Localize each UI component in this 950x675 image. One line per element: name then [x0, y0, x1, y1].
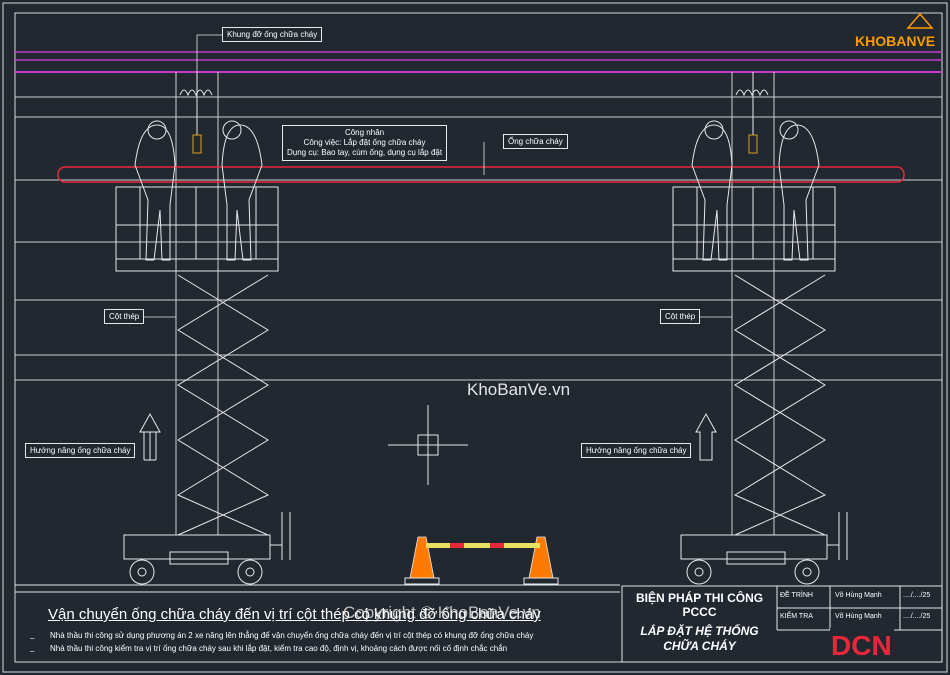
worker-info-line1: Công nhân	[344, 128, 385, 137]
column-right-label: Cột thép	[660, 309, 701, 324]
ceiling-beams	[15, 51, 942, 73]
svg-text:DCN: DCN	[831, 630, 892, 661]
wall-lines	[15, 96, 942, 381]
up-arrow-right-icon	[695, 412, 717, 461]
tb-row2-name: Võ Hùng Mạnh	[835, 613, 882, 620]
note-2: Nhà thầu thi công kiểm tra vị trí ống ch…	[50, 644, 508, 653]
worker-info-box: Công nhân Công việc: Lắp đặt ống chữa ch…	[282, 125, 448, 161]
scissor-lift-right	[672, 120, 848, 585]
title-block-heading: BIỆN PHÁP THI CÔNG PCCC	[635, 591, 764, 619]
lift-direction-left-label: Hướng nâng ống chữa cháy	[25, 443, 136, 458]
watermark-copyright: Copyright © KhoBanVe.vn	[343, 603, 541, 622]
khobanve-logo-icon: KHOBANVE	[855, 12, 935, 49]
watermark-center: KhoBanVe.vn	[467, 380, 571, 399]
tb-row1-date: ..../..../25	[903, 592, 931, 599]
up-arrow-left-icon	[139, 412, 161, 460]
pipe-support-label: Khung đỡ ống chữa cháy	[222, 27, 323, 42]
pipe-support-left	[179, 72, 213, 154]
title-block-subheading: LẮP ĐẶT HỆ THỐNG CHỮA CHÁY	[640, 624, 759, 653]
company-logo-icon: DCN	[830, 628, 894, 661]
note-1: Nhà thầu thi công sử dụng phương án 2 xe…	[50, 631, 534, 640]
tb-row1-label: ĐỀ TRÌNH	[780, 592, 813, 599]
worker-info-line2: Công việc: Lắp đặt ống chữa cháy	[303, 138, 426, 147]
up-arrow-left-icon-body	[143, 432, 157, 461]
svg-text:KHOBANVE: KHOBANVE	[855, 33, 935, 49]
column-left-label: Cột thép	[104, 309, 145, 324]
crosshair-icon	[388, 405, 468, 485]
note-dash-2: _	[30, 643, 35, 652]
lift-direction-right-label: Hướng nâng ống chữa cháy	[581, 443, 692, 458]
fire-pipe	[57, 166, 905, 183]
worker-info-line3: Dụng cụ: Bao tay, cùm ống, dụng cụ lắp đ…	[287, 148, 443, 157]
tb-row2-date: ..../..../25	[903, 613, 931, 620]
pipe-label: Ống chữa cháy	[503, 134, 568, 149]
inner-frame	[14, 12, 943, 663]
barrier-bar	[426, 543, 540, 548]
tb-row1-name: Võ Hùng Mạnh	[835, 592, 882, 599]
diagram-title: Vận chuyển ống chữa cháy đến vị trí cột …	[48, 606, 541, 623]
steel-column-left	[175, 72, 219, 535]
note-dash-1: _	[30, 630, 35, 639]
tb-row2-label: KIỂM TRA	[780, 613, 813, 620]
pipe-support-right	[735, 72, 769, 154]
scissor-lift-left	[115, 120, 291, 585]
ground-line	[15, 584, 620, 593]
leader-lines	[143, 34, 732, 318]
steel-column-right	[731, 72, 775, 535]
